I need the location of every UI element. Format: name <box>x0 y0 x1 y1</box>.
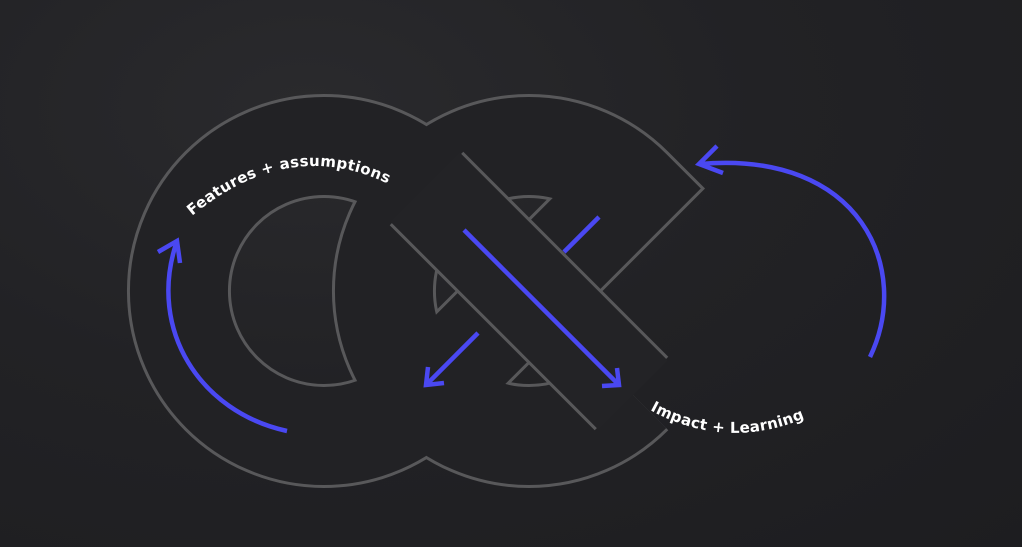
over-diagonal-arrow <box>462 228 622 389</box>
left-loop-arrow <box>156 237 288 434</box>
right-loop-label: Impact + Learning <box>648 398 806 437</box>
right-loop-arrow <box>694 144 887 358</box>
under-diagonal-arrow <box>423 215 601 388</box>
track-over-crossing <box>389 151 669 431</box>
